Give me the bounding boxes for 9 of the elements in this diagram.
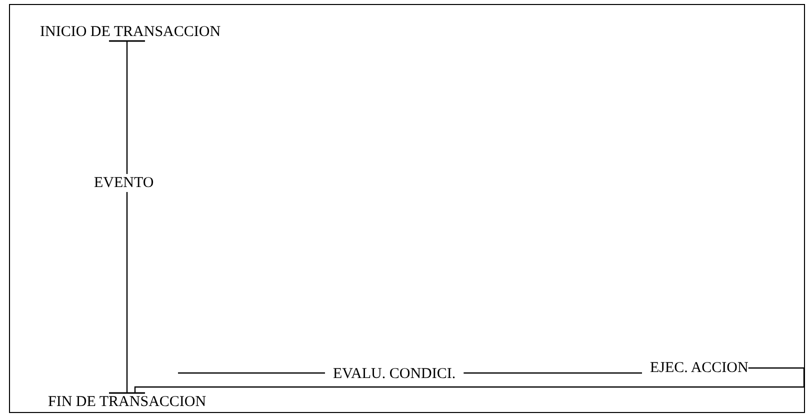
connector-line (464, 372, 642, 374)
bar-ended-line (108, 40, 146, 394)
end-label: FIN DE TRANSACCION (48, 393, 206, 411)
connector-line (178, 372, 325, 374)
edge-label: EVENTO (92, 174, 156, 192)
start-label: INICIO DE TRANSACCION (40, 23, 221, 41)
connector-line (134, 367, 805, 394)
action-label: EJEC. ACCION (650, 359, 748, 377)
condition-label: EVALU. CONDICI. (333, 365, 456, 383)
